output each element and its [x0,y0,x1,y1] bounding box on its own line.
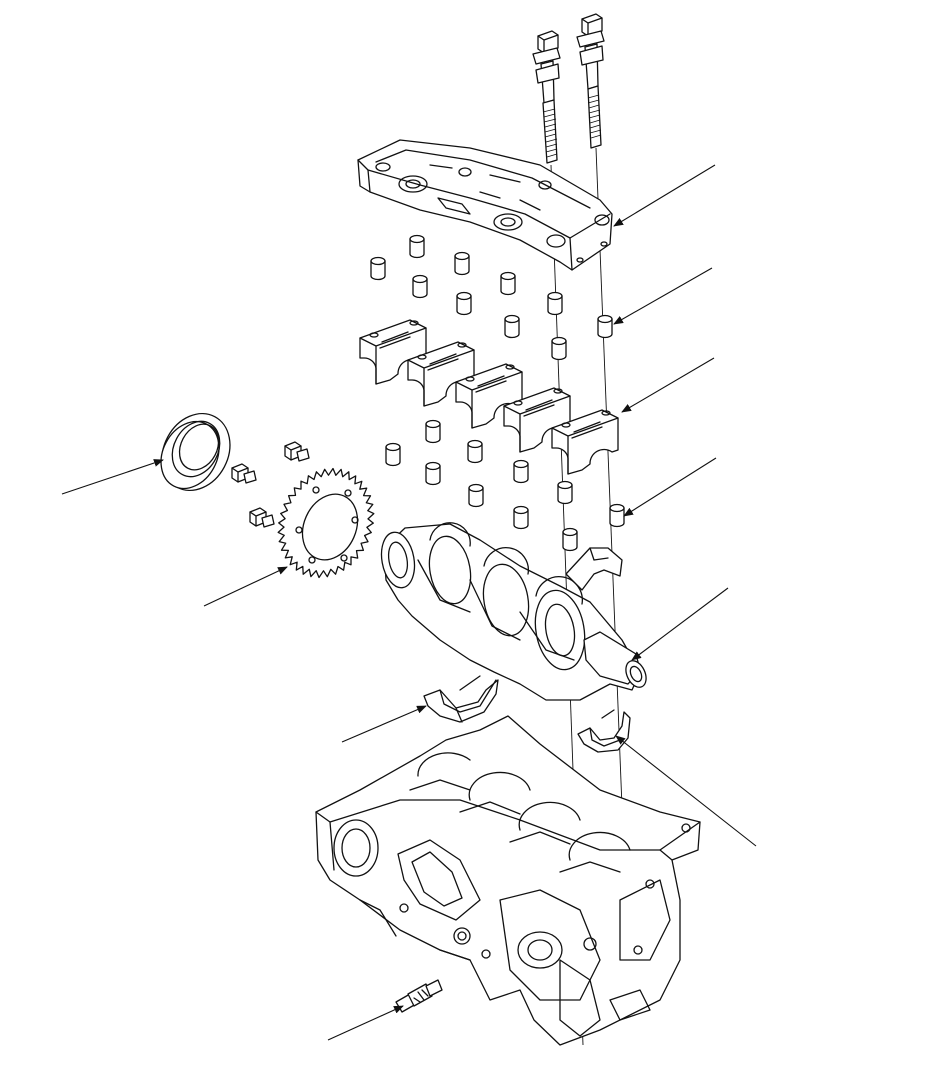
leader-pulser-plate [203,566,288,607]
bridge-bolt-left [532,30,561,164]
leader-bearing-caps [621,357,715,413]
leader-thrust-washer [615,735,757,847]
leader-oil-pressure-switch [327,1005,404,1041]
callout-leaders [61,164,757,1041]
main-bearings-lower [423,675,499,723]
oil-pressure-switch [395,979,443,1013]
leader-crankshaft [631,587,729,661]
leader-dowel-upper [613,267,713,325]
pulser-plate-bolts [231,441,310,528]
crankshaft [380,522,647,701]
pulser-plate [277,467,375,579]
main-bearing-upper-end [565,547,623,591]
crankshaft-oil-seal [160,412,231,492]
thrust-washers [577,709,631,753]
cylinder-block [315,715,701,1046]
leader-dowel-lower [623,457,717,517]
leader-main-bearings [341,705,427,743]
bearing-cap-bridge [357,139,613,271]
leader-bridge [613,164,716,227]
leader-oil-seal [61,459,164,495]
bridge-bolt-right [576,13,605,149]
